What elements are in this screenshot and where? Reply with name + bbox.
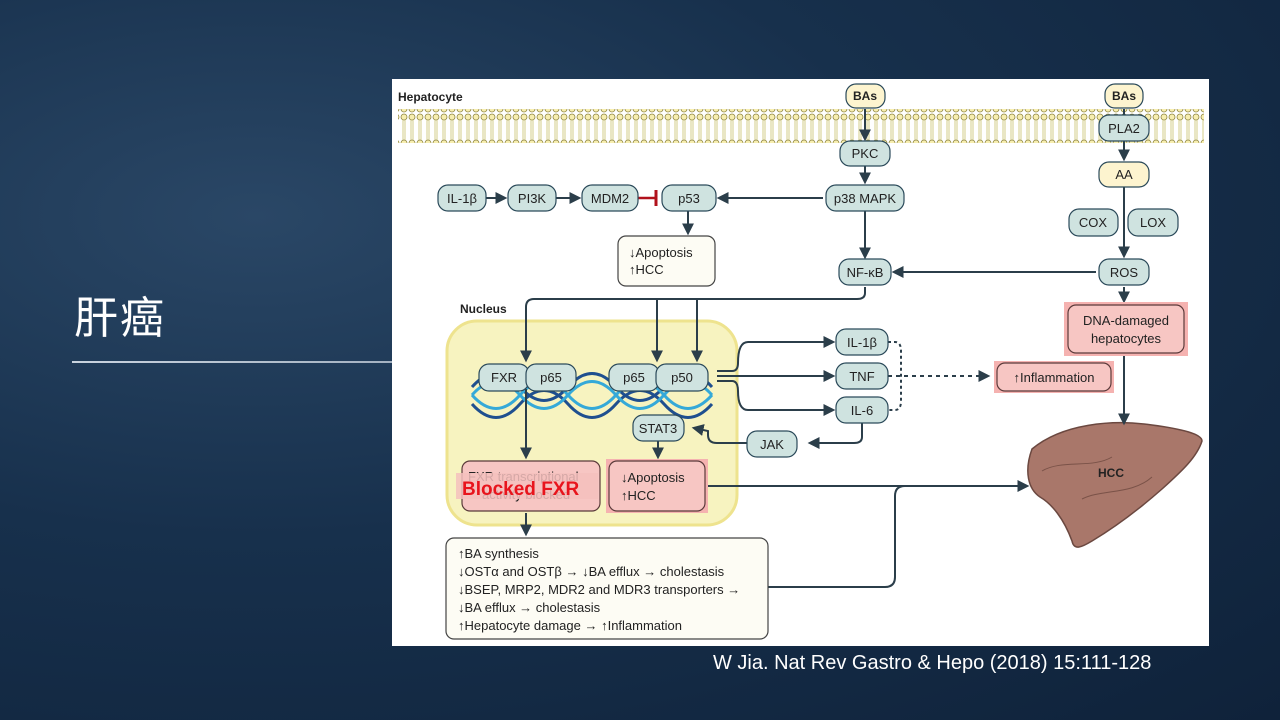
hcc-liver-label: HCC	[1098, 466, 1124, 480]
arrow-il6-jak	[807, 423, 863, 449]
node-jak: JAK	[746, 430, 798, 458]
svg-text:↑HCC: ↑HCC	[629, 262, 664, 277]
node-p38mapk: p38 MAPK	[825, 184, 905, 212]
title-divider	[72, 361, 392, 363]
arrow-outcomes-hcc	[768, 485, 906, 588]
svg-text:IL-6: IL-6	[851, 403, 873, 418]
node-pkc: PKC	[839, 140, 891, 167]
svg-text:ROS: ROS	[1110, 265, 1139, 280]
svg-text:Blocked FXR: Blocked FXR	[462, 479, 579, 500]
node-ros: ROS	[1098, 258, 1150, 286]
svg-text:DNA-damaged: DNA-damaged	[1083, 313, 1169, 328]
svg-text:TNF: TNF	[849, 369, 874, 384]
svg-text:AA: AA	[1115, 167, 1133, 182]
box-apoptosis-mid: ↓Apoptosis ↑HCC	[606, 459, 708, 513]
pathway-diagram: Hepatocyte Nucleus HCC BAs	[398, 83, 1204, 640]
svg-text:↓Apoptosis: ↓Apoptosis	[629, 245, 693, 260]
node-p50: p50	[655, 363, 709, 392]
svg-text:LOX: LOX	[1140, 215, 1166, 230]
node-pla2: PLA2	[1098, 114, 1150, 142]
node-p65-b: p65	[608, 363, 660, 392]
node-p65-a: p65	[525, 363, 577, 392]
node-tnf: TNF	[835, 362, 889, 390]
node-mdm2: MDM2	[581, 184, 639, 212]
svg-text:IL-1β: IL-1β	[447, 191, 477, 206]
slide-title: 肝癌	[74, 293, 166, 344]
svg-text:p53: p53	[678, 191, 700, 206]
node-bas-left: BAs	[845, 83, 886, 109]
node-fxr: FXR	[478, 363, 530, 392]
liver-illustration	[1027, 421, 1203, 548]
arrow-nfkb-il1b	[717, 336, 836, 372]
arrow-nfkb-il6	[717, 380, 836, 416]
box-outcomes: ↑BA synthesis ↓OSTα and OSTβ → ↓BA efflu…	[445, 537, 769, 640]
svg-text:JAK: JAK	[760, 437, 784, 452]
outcome-line-3: ↓BSEP, MRP2, MDR2 and MDR3 transporters …	[458, 582, 740, 597]
node-il1b-left: IL-1β	[437, 184, 487, 212]
node-pi3k: PI3K	[507, 184, 557, 212]
hepatocyte-label: Hepatocyte	[398, 90, 463, 104]
node-aa: AA	[1098, 161, 1150, 188]
node-p53: p53	[661, 184, 717, 212]
box-dna-damaged: DNA-damaged hepatocytes	[1064, 302, 1188, 356]
svg-text:↓Apoptosis: ↓Apoptosis	[621, 470, 685, 485]
outcome-line-4: ↓BA efflux → cholestasis	[458, 600, 601, 615]
svg-text:MDM2: MDM2	[591, 191, 629, 206]
node-il6: IL-6	[835, 396, 889, 424]
liver-veins	[1041, 456, 1153, 500]
svg-text:IL-1β: IL-1β	[847, 335, 877, 350]
svg-text:p38 MAPK: p38 MAPK	[834, 191, 896, 206]
svg-text:BAs: BAs	[853, 89, 877, 103]
node-bas-right: BAs	[1104, 83, 1144, 109]
svg-text:↑Inflammation: ↑Inflammation	[1014, 370, 1095, 385]
outcome-line-5: ↑Hepatocyte damage → ↑Inflammation	[458, 618, 682, 633]
svg-text:PKC: PKC	[852, 146, 879, 161]
arrow-jak-stat3	[691, 424, 747, 444]
box-inflammation: ↑Inflammation	[994, 361, 1114, 393]
svg-text:p50: p50	[671, 370, 693, 385]
nucleus-label: Nucleus	[460, 302, 507, 316]
node-cox: COX	[1068, 208, 1119, 237]
outcome-line-1: ↑BA synthesis	[458, 546, 539, 561]
node-lox: LOX	[1127, 208, 1179, 237]
node-nfkb: NF-κB	[838, 258, 892, 286]
svg-text:COX: COX	[1079, 215, 1108, 230]
cell-membrane	[398, 109, 1204, 143]
citation: W Jia. Nat Rev Gastro & Hepo (2018) 15:1…	[713, 652, 1152, 674]
svg-text:PI3K: PI3K	[518, 191, 547, 206]
svg-text:NF-κB: NF-κB	[847, 265, 884, 280]
svg-text:STAT3: STAT3	[639, 421, 678, 436]
svg-text:↑HCC: ↑HCC	[621, 488, 656, 503]
outcome-line-2: ↓OSTα and OSTβ → ↓BA efflux → cholestasi…	[458, 564, 725, 579]
cytokines-bracket	[888, 341, 902, 411]
node-stat3: STAT3	[632, 414, 685, 442]
svg-text:PLA2: PLA2	[1108, 121, 1140, 136]
svg-text:p65: p65	[540, 370, 562, 385]
svg-text:FXR: FXR	[491, 370, 517, 385]
pathway-figure: Hepatocyte Nucleus HCC BAs	[392, 79, 1209, 646]
svg-text:p65: p65	[623, 370, 645, 385]
svg-text:BAs: BAs	[1112, 89, 1136, 103]
arrow-nfkb-fxr	[520, 287, 866, 363]
blocked-fxr-overlay: Blocked FXR	[456, 473, 598, 500]
box-apoptosis-top: ↓Apoptosis ↑HCC	[617, 235, 716, 287]
svg-text:hepatocytes: hepatocytes	[1091, 331, 1162, 346]
node-il1b-right: IL-1β	[835, 328, 889, 356]
